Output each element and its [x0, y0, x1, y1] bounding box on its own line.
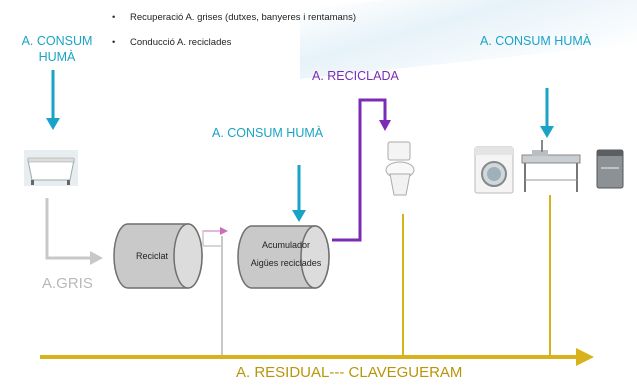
- gris-label: A.GRIS: [42, 275, 93, 292]
- bullet-item: Recuperació A. grises (dutxes, banyeres …: [112, 12, 356, 37]
- residual-drains: [402, 195, 551, 357]
- reciclada-pipe: [332, 98, 391, 242]
- residual-arrow: [40, 348, 594, 366]
- reciclada-label: A. RECICLADA: [312, 69, 399, 83]
- consum-huma-left-line1: A. CONSUM: [21, 34, 93, 48]
- residual-label: A. RESIDUAL--- CLAVEGUERAM: [236, 364, 463, 381]
- reciclat-label: Reciclat: [135, 251, 168, 261]
- washing-machine-icon: [474, 146, 514, 194]
- bullet-list: Recuperació A. grises (dutxes, banyeres …: [112, 12, 356, 62]
- sink-icon: [521, 140, 581, 192]
- acumulador-label: Acumulador: [261, 240, 311, 250]
- aigues-reciclades-label: Aigües reciclades: [250, 258, 322, 268]
- reciclat-to-acumulador-arrow: [202, 227, 228, 357]
- bathtub-icon: [24, 150, 78, 186]
- toilet-icon: [385, 141, 415, 196]
- consum-huma-left-label: A. CONSUM HUMÀ: [12, 33, 102, 65]
- gris-arrow: [45, 198, 103, 265]
- bullet-item: Conducció A. reciclades: [112, 37, 356, 62]
- consum-arrow-left: [46, 70, 60, 130]
- dishwasher-icon: [596, 149, 624, 189]
- consum-huma-mid-label: A. CONSUM HUMÀ: [212, 126, 324, 140]
- consum-huma-right-label: A. CONSUM HUMÀ: [480, 34, 592, 48]
- consum-huma-left-line2: HUMÀ: [38, 50, 76, 64]
- reciclat-tank: [113, 223, 203, 289]
- acumulador-tank: [237, 225, 330, 289]
- consum-arrow-right: [540, 88, 554, 138]
- consum-arrow-mid: [292, 165, 306, 222]
